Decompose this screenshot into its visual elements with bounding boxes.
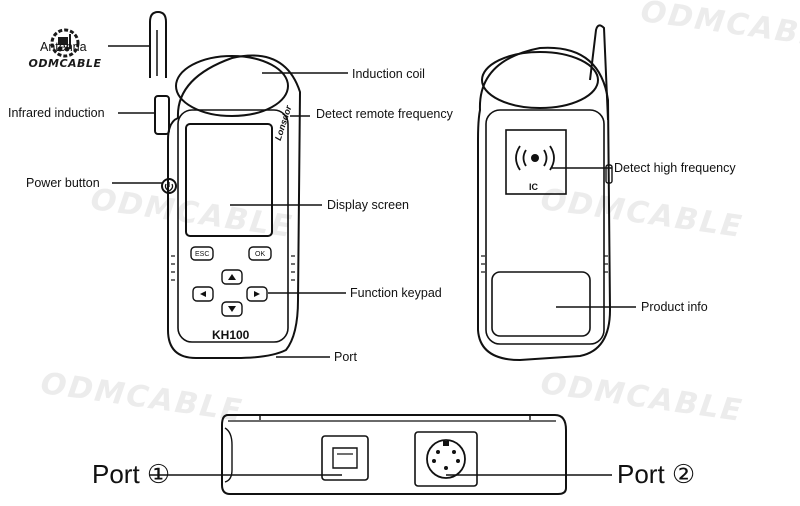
key-up <box>221 269 243 285</box>
back-device <box>477 24 613 362</box>
ic-label: IC <box>529 182 538 192</box>
key-left <box>192 286 214 302</box>
label-port-2: Port ② <box>617 459 696 489</box>
front-device <box>149 10 302 359</box>
label-induction-coil: Induction coil <box>352 67 425 81</box>
bottom-body <box>221 414 567 495</box>
esc-key-label: ESC <box>195 251 210 258</box>
bottom-view <box>221 414 567 495</box>
usb-port <box>321 435 369 481</box>
forklift-gear-icon <box>50 28 80 58</box>
label-power-button: Power button <box>26 176 100 190</box>
label-detect-remote-frequency: Detect remote frequency <box>316 107 453 121</box>
front-panel <box>177 109 289 343</box>
model-label: KH100 <box>212 328 250 342</box>
ok-key <box>248 246 272 261</box>
callout-lines <box>108 45 636 476</box>
label-product-info: Product info <box>641 300 708 314</box>
esc-key <box>190 246 214 261</box>
ic-chip-window <box>505 129 567 195</box>
back-coil <box>481 51 599 109</box>
din-port <box>414 431 478 487</box>
label-port-1: Port ① <box>92 459 171 489</box>
label-function-keypad: Function keypad <box>350 286 442 300</box>
front-body <box>167 54 302 359</box>
display-screen <box>185 123 273 237</box>
infrared-window <box>154 95 170 135</box>
antenna <box>149 10 167 78</box>
key-down <box>221 301 243 317</box>
power-button <box>161 178 177 194</box>
label-antenna: Antenna <box>40 40 87 54</box>
logo-text: ODMCABLE <box>28 57 102 70</box>
label-display-screen: Display screen <box>327 198 409 212</box>
product-info-window <box>491 271 591 337</box>
label-infrared-induction: Infrared induction <box>8 106 105 120</box>
brand-logo: ODMCABLE <box>26 28 104 70</box>
back-panel <box>485 109 605 345</box>
key-right <box>246 286 268 302</box>
label-detect-high-frequency: Detect high frequency <box>614 161 736 175</box>
back-antenna <box>589 24 609 121</box>
induction-coil <box>175 55 289 117</box>
label-port: Port <box>334 350 357 364</box>
ok-key-label: OK <box>255 251 266 258</box>
